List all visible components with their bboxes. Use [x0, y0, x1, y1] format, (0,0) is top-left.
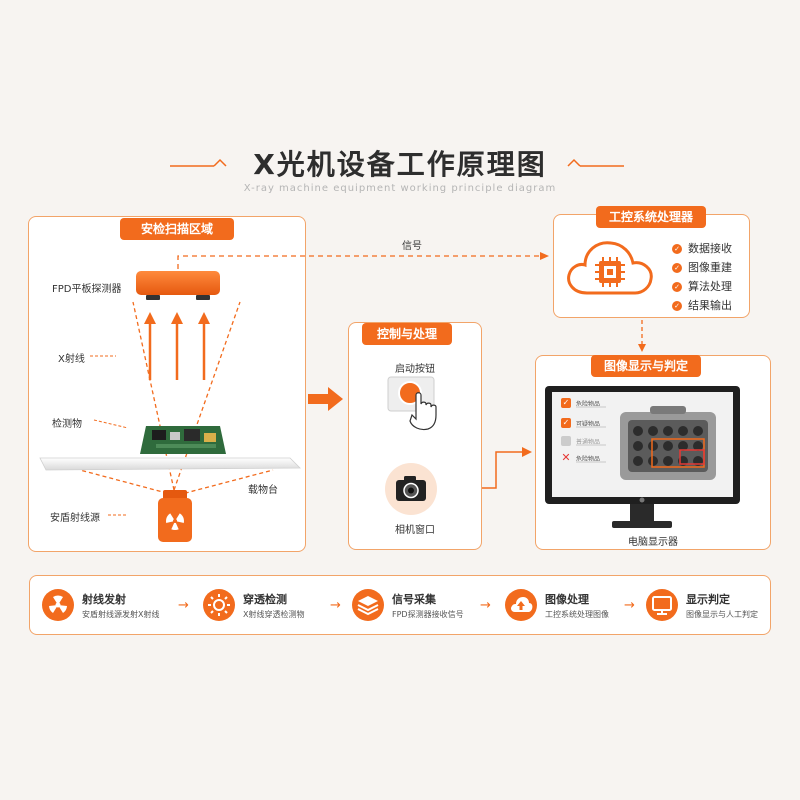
- test-object-board: [140, 426, 226, 454]
- computer-monitor: [545, 386, 740, 528]
- fpd-detector: [136, 271, 220, 300]
- check-icon: ✓: [672, 301, 682, 311]
- screen-item-0: ✓ 危险物品: [561, 398, 611, 410]
- scan-area-illustration: [39, 271, 301, 542]
- fpd-label: FPD平板探测器: [52, 284, 122, 295]
- check-icon: ✓: [672, 282, 682, 292]
- object-label: 检测物: [52, 419, 82, 430]
- camera-label: 相机窗口: [395, 525, 435, 536]
- page-subtitle: X-ray machine equipment working principl…: [243, 183, 557, 194]
- stage-label: 载物台: [248, 485, 278, 496]
- xray-luggage-image: [620, 406, 716, 480]
- monitor-icon: [652, 596, 672, 615]
- step-arrow-icon: →: [330, 598, 341, 613]
- cloud-chip-icon: [567, 241, 653, 295]
- radiation-source: [158, 490, 192, 542]
- processor-item-2: ✓算法处理: [672, 278, 732, 294]
- layers-icon: [357, 596, 379, 616]
- start-button-label: 启动按钮: [395, 364, 435, 375]
- display-tag: 图像显示与判定: [591, 355, 701, 377]
- cross-icon: ✕: [561, 451, 571, 464]
- screen-item-2: 普通物品: [561, 436, 611, 448]
- processor-item-1: ✓图像重建: [672, 259, 732, 275]
- processor-item-3: ✓结果输出: [672, 297, 732, 313]
- radiation-icon: [49, 595, 67, 613]
- check-icon: ✓: [672, 263, 682, 273]
- source-label: 安盾射线源: [50, 513, 100, 524]
- page-title: X光机设备工作原理图: [253, 148, 547, 181]
- check-icon: ✓: [561, 418, 571, 428]
- processor-item-0: ✓数据接收: [672, 240, 732, 256]
- loading-stage: [39, 457, 301, 471]
- scan-area-tag: 安检扫描区域: [120, 218, 234, 240]
- label-pointers: [90, 355, 129, 516]
- step-arrow-icon: →: [480, 598, 491, 613]
- cloud-upload-icon: [511, 597, 533, 612]
- processor-tag: 工控系统处理器: [596, 206, 706, 228]
- control-tag: 控制与处理: [362, 323, 452, 345]
- title-deco-right: [567, 158, 624, 167]
- signal-label: 信号: [402, 241, 422, 252]
- step-arrow-icon: →: [624, 598, 635, 613]
- check-icon: ✓: [561, 398, 571, 408]
- start-button[interactable]: [386, 375, 440, 435]
- processor-to-display-line: [638, 320, 646, 352]
- scan-to-control-arrow: [308, 387, 343, 411]
- dim-box-icon: [561, 436, 571, 446]
- camera-window: [385, 463, 437, 515]
- xray-label: X射线: [58, 354, 85, 365]
- camera-icon: [396, 476, 426, 501]
- hand-pointer-icon: [409, 392, 437, 431]
- screen-item-3: ✕ 危险物品: [561, 451, 611, 465]
- check-icon: ✓: [672, 244, 682, 254]
- penetration-icon: [208, 594, 230, 616]
- xray-arrows: [144, 312, 210, 380]
- signal-line: [177, 252, 549, 269]
- monitor-label: 电脑显示器: [628, 537, 678, 548]
- screen-item-1: ✓ 可疑物品: [561, 418, 611, 430]
- title-deco-left: [170, 158, 227, 167]
- step-arrow-icon: →: [178, 598, 189, 613]
- xray-beam-cone: [79, 301, 274, 496]
